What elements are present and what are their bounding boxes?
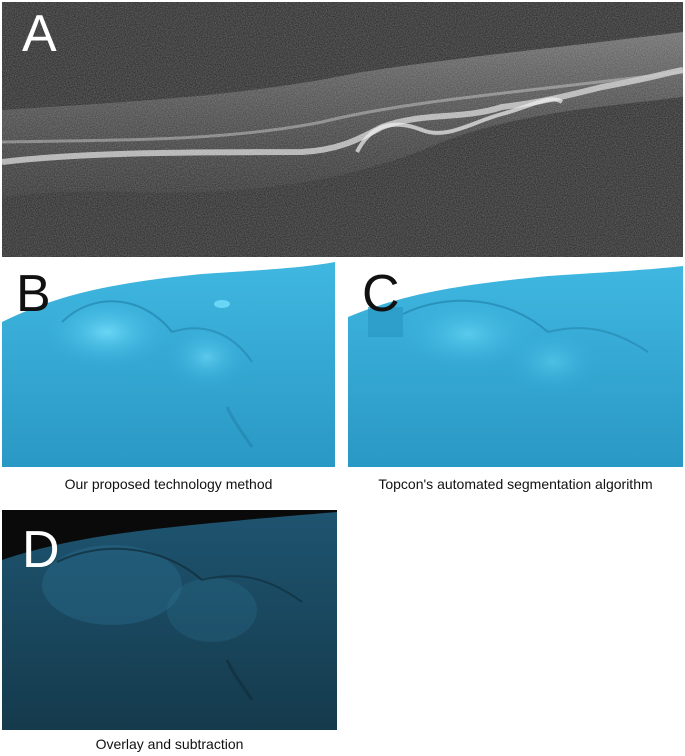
oct-scan-image: [2, 2, 683, 257]
overlay-render-d: [2, 510, 337, 730]
panel-c-label: C: [362, 265, 400, 323]
panel-b-label: B: [16, 265, 51, 323]
panel-c-surface-render: C: [348, 262, 683, 467]
panel-c-caption: Topcon's automated segmentation algorith…: [378, 476, 653, 492]
surface-render-c: [348, 262, 683, 467]
panel-a-oct-scan: A: [2, 2, 683, 257]
panel-d-overlay-render: D: [2, 510, 337, 730]
panel-a-label: A: [22, 5, 57, 63]
panel-b-caption: Our proposed technology method: [64, 476, 273, 492]
panel-d-label: D: [22, 521, 60, 579]
panel-b-surface-render: B: [2, 262, 335, 467]
panel-d-caption: Overlay and subtraction: [95, 736, 244, 752]
surface-render-b: [2, 262, 335, 467]
